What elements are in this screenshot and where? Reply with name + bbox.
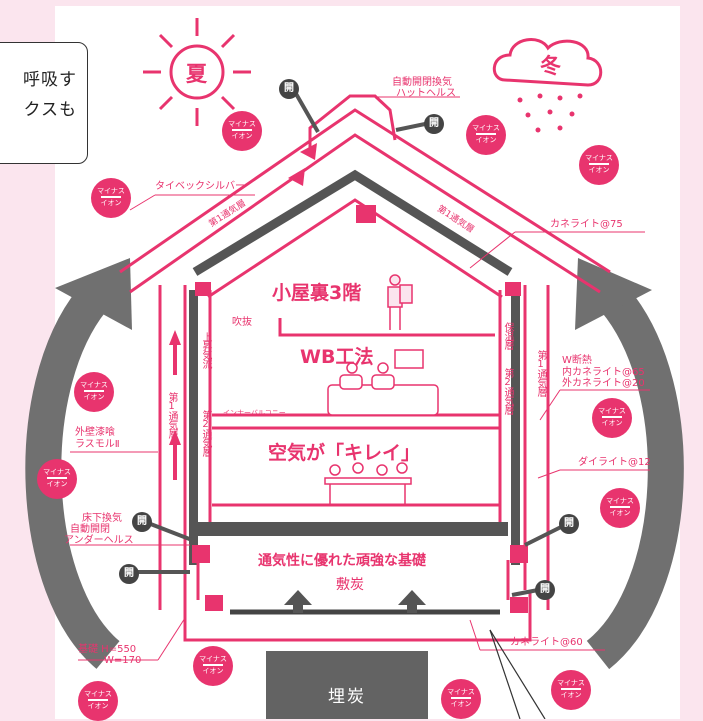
- open-badge: 開: [424, 114, 444, 134]
- first-layer-left-vertical: 第1通気層: [166, 392, 177, 438]
- sun-icon: [143, 18, 251, 126]
- open-pointer-lines: [138, 91, 566, 597]
- minus-ion-badge: マイナスイオン: [600, 488, 640, 528]
- minus-ion-badge: マイナスイオン: [78, 681, 118, 721]
- minus-ion-badge: マイナスイオン: [579, 145, 619, 185]
- dairaito-label: ダイライト@12: [578, 457, 651, 468]
- winter-cloud-icon: [492, 38, 603, 133]
- right-eave-block: [505, 282, 521, 296]
- outer-kaneraito-label: 外カネライト@20: [562, 378, 645, 389]
- rising-air-vertical: 上昇気流: [200, 332, 211, 368]
- minus-ion-badge: マイナスイオン: [441, 679, 481, 719]
- plaster-label: 外壁漆喰: [75, 427, 115, 438]
- second-layer-right-vertical: 第2通気層: [502, 368, 513, 414]
- left-eave-block: [195, 282, 211, 296]
- auto-open-label: 自動開閉: [70, 524, 110, 535]
- dining-illustration: [324, 462, 412, 505]
- minus-ion-badge: マイナスイオン: [466, 115, 506, 155]
- minus-ion-badge: マイナスイオン: [551, 670, 591, 710]
- kaneraito75-label: カネライト@75: [550, 219, 623, 230]
- auto-vent-label: 自動開閉換気: [392, 77, 452, 88]
- leader-lines: [70, 96, 650, 661]
- callout-line-2: クスも: [23, 100, 77, 120]
- under-health-label: アンダーヘルス: [64, 535, 134, 546]
- minus-ion-badge: マイナスイオン: [74, 372, 114, 412]
- rising-air-arrows: [169, 330, 181, 480]
- buried-charcoal-block: 埋炭: [266, 651, 428, 719]
- left-underfloor-vent: [192, 545, 210, 563]
- fukinuke-label: 吹抜: [232, 317, 252, 328]
- minus-ion-badge: マイナスイオン: [592, 398, 632, 438]
- open-badge: 開: [535, 580, 555, 600]
- w-insulation-label: W断熱: [562, 355, 592, 366]
- foundation-strong-label: 通気性に優れた頑強な基礎: [258, 553, 426, 569]
- tyvek-label: タイベックシルバー: [155, 181, 245, 192]
- wb-method-label: WB工法: [300, 346, 374, 368]
- ground-floor-slab: [198, 522, 508, 536]
- first-layer-right-vertical: 第1通気層: [535, 350, 546, 396]
- open-badge: 開: [119, 564, 139, 584]
- right-wall-insulation: [511, 290, 520, 565]
- open-badge: 開: [559, 514, 579, 534]
- circulation-arrowhead-left: [55, 258, 132, 330]
- left-foundation-block: [205, 595, 223, 611]
- summer-label: 夏: [186, 62, 207, 86]
- circulation-arrowhead-right: [575, 258, 652, 330]
- right-foundation-block: [510, 597, 528, 613]
- foundation-width-label: W=170: [104, 655, 142, 666]
- attic-3f-label: 小屋裏3階: [272, 282, 362, 304]
- foundation: [183, 560, 532, 642]
- callout-line-1: 呼吸す: [23, 70, 77, 90]
- hat-health-label: ハットヘルス: [396, 88, 456, 99]
- open-badge: 開: [279, 79, 299, 99]
- info-callout: 呼吸す クスも: [0, 42, 88, 164]
- minus-ion-badge: マイナスイオン: [222, 111, 262, 151]
- inner-balcony-label: インナーバルコニー: [223, 409, 286, 417]
- minus-ion-badge: マイナスイオン: [193, 646, 233, 686]
- charcoal-pointer-lines: [489, 629, 546, 719]
- living-room-illustration: [327, 349, 439, 416]
- winter-label: 冬: [540, 54, 561, 78]
- foundation-height-label: 基礎 H=550: [78, 644, 137, 655]
- exhaust-arrows: [288, 143, 317, 186]
- walls: [158, 198, 550, 610]
- second-layer-left-vertical: 第2通気層: [200, 410, 211, 456]
- roof: [119, 94, 611, 294]
- inner-kaneraito-label: 内カネライト@65: [562, 367, 645, 378]
- charcoal-bed-label: 敷炭: [336, 577, 364, 593]
- rasmol-label: ラスモルⅡ: [75, 439, 120, 450]
- buried-charcoal-label: 埋炭: [328, 687, 366, 707]
- open-badge: 開: [132, 512, 152, 532]
- underfloor-vent-label: 床下換気: [82, 513, 122, 524]
- right-underfloor-vent: [510, 545, 528, 563]
- foundation-air-arrows: [284, 590, 426, 613]
- circulation-arrow-right: [586, 288, 684, 670]
- roof-insulation: [192, 169, 513, 276]
- minus-ion-badge: マイナスイオン: [37, 459, 77, 499]
- insulation-layer-vertical: 保温層: [502, 322, 513, 349]
- minus-ion-badge: マイナスイオン: [91, 178, 131, 218]
- left-wall-insulation: [189, 290, 198, 565]
- clean-air-label: 空気が「キレイ」: [268, 442, 421, 464]
- kaneraito60-label: カネライト@60: [510, 637, 583, 648]
- attic-figure-icon: [387, 274, 413, 330]
